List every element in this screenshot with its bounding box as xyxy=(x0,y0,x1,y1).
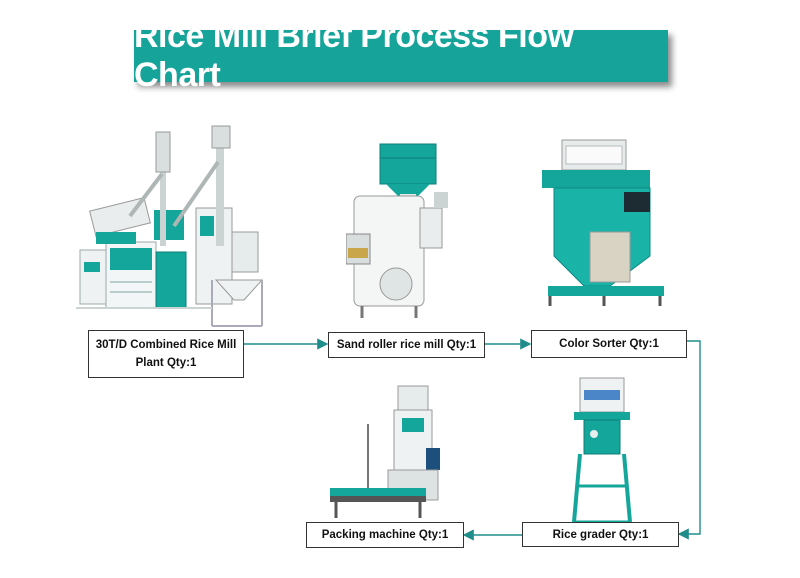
step-box-rice-grader: Rice grader Qty:1 xyxy=(522,522,679,547)
step-box-combined-rice-mill: 30T/D Combined Rice Mill Plant Qty:1 xyxy=(88,330,244,378)
step-label: Sand roller rice mill Qty:1 xyxy=(337,333,476,357)
step-label: 30T/D Combined Rice Mill Plant Qty:1 xyxy=(93,336,239,372)
step-box-color-sorter: Color Sorter Qty:1 xyxy=(531,330,687,358)
step-label: Color Sorter Qty:1 xyxy=(559,332,659,356)
step-label: Packing machine Qty:1 xyxy=(322,523,449,547)
step-label: Rice grader Qty:1 xyxy=(553,523,649,547)
step-box-packing-machine: Packing machine Qty:1 xyxy=(306,522,464,548)
arrow-3-to-4 xyxy=(679,341,700,534)
step-box-sand-roller-rice-mill: Sand roller rice mill Qty:1 xyxy=(328,332,485,358)
